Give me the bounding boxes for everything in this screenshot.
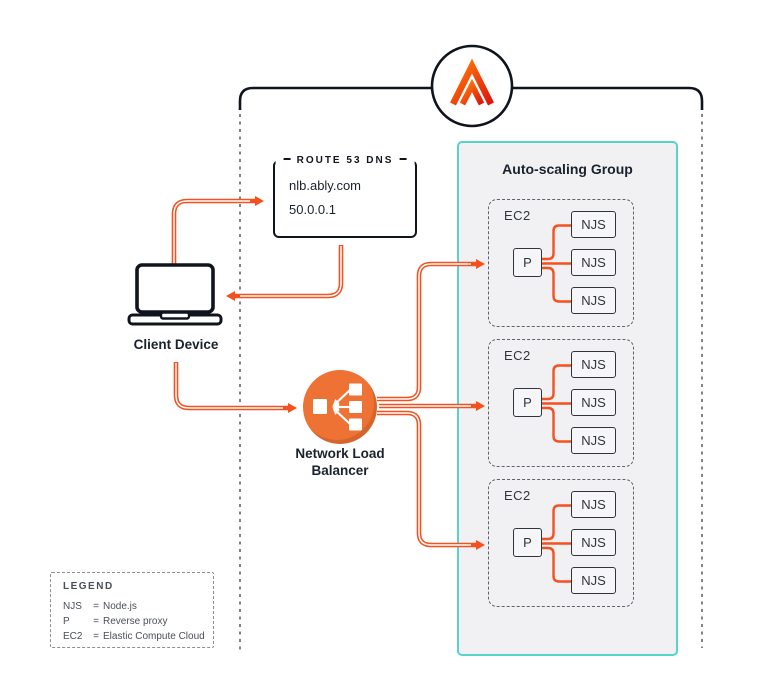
njs-box: NJS xyxy=(571,567,616,594)
legend-definition: Elastic Compute Cloud xyxy=(103,631,205,642)
ec2-label: EC2 xyxy=(504,488,531,503)
legend-box: LEGEND NJS = Node.js P = Reverse proxy E… xyxy=(50,572,214,648)
ec2-label: EC2 xyxy=(504,208,531,223)
legend-term: NJS xyxy=(63,601,82,612)
client-device-label: Client Device xyxy=(133,337,219,352)
njs-box: NJS xyxy=(571,351,616,378)
legend-equals: = xyxy=(93,601,99,612)
legend-row: EC2 = Elastic Compute Cloud xyxy=(63,629,213,644)
dns-record-ip: 50.0.0.1 xyxy=(289,202,336,217)
ec2-label: EC2 xyxy=(504,348,531,363)
legend-equals: = xyxy=(93,616,99,627)
njs-box: NJS xyxy=(571,211,616,238)
njs-box: NJS xyxy=(571,389,616,416)
arrow-nlb-to-ec2-3 xyxy=(377,410,485,550)
proxy-box: P xyxy=(513,248,542,277)
proxy-fanout-lines xyxy=(542,504,571,583)
proxy-fanout-lines xyxy=(542,364,571,443)
nlb-label-line1: Network Load xyxy=(295,446,385,461)
dns-records: nlb.ably.com 50.0.0.1 xyxy=(275,162,415,222)
legend-row: P = Reverse proxy xyxy=(63,614,213,629)
njs-box: NJS xyxy=(571,529,616,556)
route53-dns-box: ROUTE 53 DNS nlb.ably.com 50.0.0.1 xyxy=(273,154,417,238)
proxy-box: P xyxy=(513,388,542,417)
route53-dns-label: ROUTE 53 DNS xyxy=(275,154,415,167)
arrow-nlb-to-ec2-1 xyxy=(377,259,485,402)
legend-definition: Reverse proxy xyxy=(103,616,168,627)
nlb-label-line2: Balancer xyxy=(311,463,369,478)
arrow-client-to-route53 xyxy=(171,196,264,267)
njs-box: NJS xyxy=(571,427,616,454)
request-arrows xyxy=(171,196,485,550)
proxy-fanout-lines xyxy=(542,224,571,303)
legend-term: EC2 xyxy=(63,631,83,642)
network-load-balancer-label: Network Load Balancer xyxy=(270,445,410,479)
legend-definition: Node.js xyxy=(103,601,137,612)
njs-box: NJS xyxy=(571,249,616,276)
auto-scaling-group-title: Auto-scaling Group xyxy=(502,161,633,177)
arrow-route53-to-client xyxy=(226,245,344,301)
legend-equals: = xyxy=(93,631,99,642)
legend-term: P xyxy=(63,616,70,627)
dns-record-domain: nlb.ably.com xyxy=(289,178,362,193)
auto-scaling-group-box: Auto-scaling Group EC2 P NJS NJS NJS EC2… xyxy=(457,141,678,656)
legend-title: LEGEND xyxy=(63,581,114,592)
ec2-group: EC2 P NJS NJS NJS xyxy=(488,479,634,607)
proxy-box: P xyxy=(513,528,542,557)
arrow-client-to-nlb xyxy=(173,362,297,413)
laptop-icon xyxy=(127,263,223,326)
load-balancer-icon xyxy=(313,383,362,431)
ec2-group: EC2 P NJS NJS NJS xyxy=(488,339,634,467)
legend-row: NJS = Node.js xyxy=(63,599,213,614)
njs-box: NJS xyxy=(571,491,616,518)
network-load-balancer-node xyxy=(303,370,377,444)
njs-box: NJS xyxy=(571,287,616,314)
legend-entries: NJS = Node.js P = Reverse proxy EC2 = El… xyxy=(63,599,213,644)
ably-logo-icon xyxy=(430,44,514,128)
ec2-group: EC2 P NJS NJS NJS xyxy=(488,199,634,327)
